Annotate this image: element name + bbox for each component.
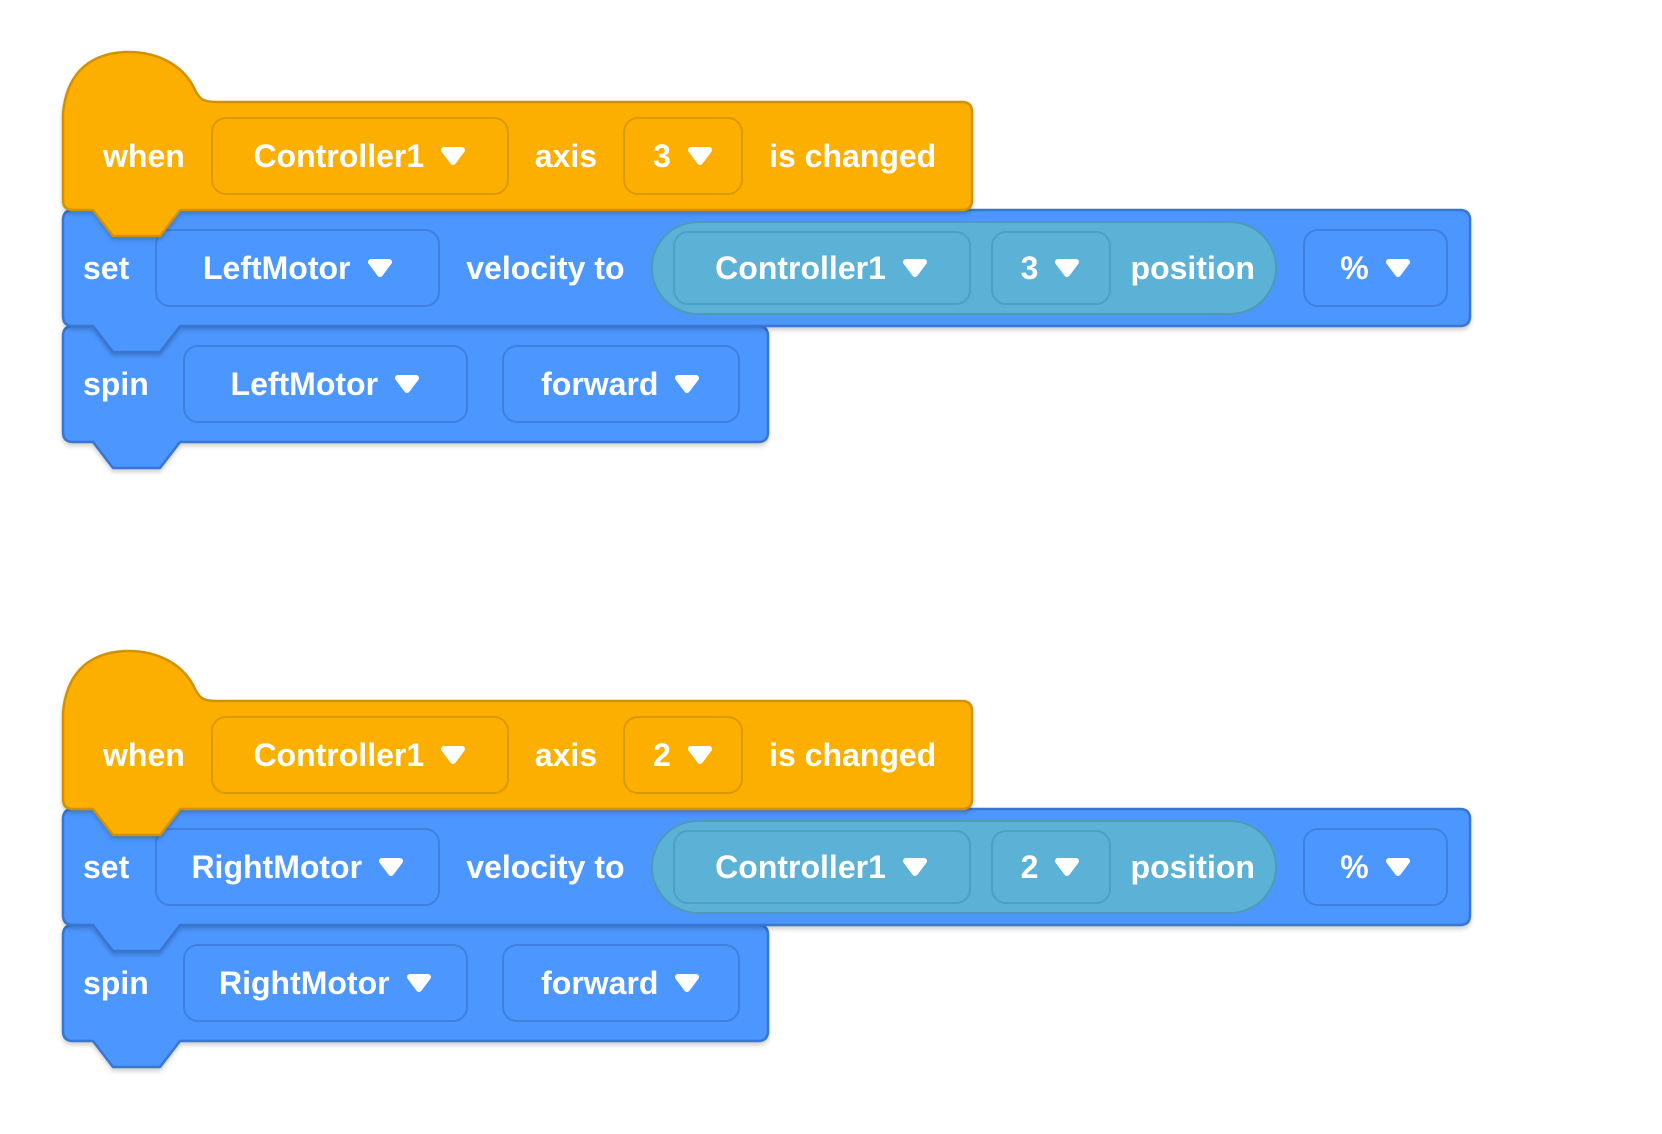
motor-dropdown-value: LeftMotor (230, 365, 379, 402)
axis-label: axis (534, 736, 598, 773)
controller-axis-position-reporter[interactable]: Controller1 3 position (650, 221, 1277, 315)
hat-block-shape (61, 649, 974, 837)
velocity-to-label: velocity to (466, 249, 625, 286)
chevron-down-icon (687, 746, 712, 764)
direction-dropdown[interactable]: forward (501, 944, 740, 1022)
chevron-down-icon (675, 974, 700, 992)
set-label: set (83, 249, 130, 286)
chevron-down-icon (379, 858, 404, 876)
controller-dropdown[interactable]: Controller1 (210, 117, 509, 195)
controller-dropdown[interactable]: Controller1 (672, 231, 971, 305)
when-controller-axis-changed-hat-block[interactable]: when Controller1 axis 3 is changed (61, 50, 974, 238)
chevron-down-icon (902, 259, 927, 277)
set-motor-velocity-block[interactable]: set RightMotor velocity to Controller1 2 (61, 807, 1472, 953)
motor-dropdown-value: RightMotor (218, 964, 390, 1001)
controller-dropdown-value: Controller1 (715, 249, 886, 286)
axis-label: axis (534, 137, 598, 174)
when-label: when (103, 137, 185, 174)
block-stack-right-motor: when Controller1 axis 2 is changed set R… (61, 649, 1472, 1069)
axis-dropdown-value: 3 (653, 137, 671, 174)
chevron-down-icon (1055, 259, 1080, 277)
axis-dropdown-value: 3 (1020, 249, 1039, 286)
block-stack-left-motor: when Controller1 axis 3 is changed set L… (61, 50, 1472, 470)
set-label: set (83, 848, 130, 885)
spin-label: spin (83, 365, 149, 402)
spin-motor-block[interactable]: spin RightMotor forward (61, 923, 770, 1069)
controller-dropdown-value: Controller1 (715, 848, 886, 885)
motor-dropdown[interactable]: LeftMotor (155, 229, 441, 307)
direction-dropdown-value: forward (541, 365, 659, 402)
when-label: when (103, 736, 185, 773)
controller-dropdown[interactable]: Controller1 (210, 716, 509, 794)
chevron-down-icon (675, 375, 700, 393)
chevron-down-icon (902, 858, 927, 876)
chevron-down-icon (1385, 259, 1410, 277)
controller-dropdown-value: Controller1 (253, 137, 425, 174)
chevron-down-icon (441, 147, 466, 165)
chevron-down-icon (406, 974, 431, 992)
position-label: position (1130, 848, 1255, 885)
spin-label: spin (83, 964, 149, 1001)
motor-dropdown-value: RightMotor (191, 848, 363, 885)
controller-axis-position-reporter[interactable]: Controller1 2 position (650, 820, 1277, 914)
hat-block-shape (61, 50, 974, 238)
axis-dropdown-value: 2 (653, 736, 671, 773)
is-changed-label: is changed (769, 736, 937, 773)
spin-motor-block[interactable]: spin LeftMotor forward (61, 324, 770, 470)
controller-dropdown-value: Controller1 (253, 736, 425, 773)
chevron-down-icon (1385, 858, 1410, 876)
axis-dropdown[interactable]: 3 (623, 117, 744, 195)
axis-dropdown[interactable]: 2 (990, 830, 1111, 904)
motor-dropdown[interactable]: RightMotor (182, 944, 468, 1022)
direction-dropdown[interactable]: forward (501, 345, 740, 423)
chevron-down-icon (441, 746, 466, 764)
controller-dropdown[interactable]: Controller1 (672, 830, 971, 904)
when-controller-axis-changed-hat-block[interactable]: when Controller1 axis 2 is changed (61, 649, 974, 837)
unit-dropdown-value: % (1340, 249, 1369, 286)
axis-dropdown-value: 2 (1020, 848, 1039, 885)
unit-dropdown[interactable]: % (1302, 229, 1448, 307)
chevron-down-icon (367, 259, 392, 277)
motor-dropdown[interactable]: LeftMotor (182, 345, 468, 423)
chevron-down-icon (395, 375, 420, 393)
axis-dropdown[interactable]: 2 (623, 716, 744, 794)
unit-dropdown-value: % (1340, 848, 1369, 885)
motor-dropdown-value: LeftMotor (202, 249, 351, 286)
is-changed-label: is changed (769, 137, 937, 174)
chevron-down-icon (1055, 858, 1080, 876)
velocity-to-label: velocity to (466, 848, 625, 885)
motor-dropdown[interactable]: RightMotor (155, 828, 441, 906)
unit-dropdown[interactable]: % (1302, 828, 1448, 906)
set-motor-velocity-block[interactable]: set LeftMotor velocity to Controller1 3 (61, 208, 1472, 354)
direction-dropdown-value: forward (541, 964, 659, 1001)
chevron-down-icon (687, 147, 712, 165)
axis-dropdown[interactable]: 3 (990, 231, 1111, 305)
position-label: position (1130, 249, 1255, 286)
